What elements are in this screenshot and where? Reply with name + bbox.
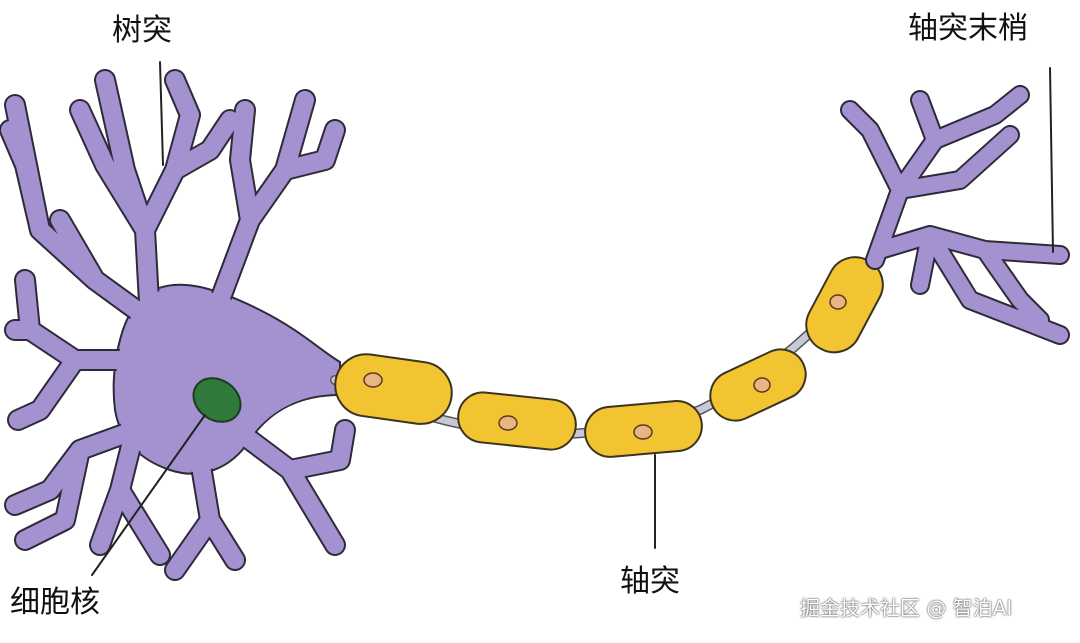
axon-label: 轴突 <box>620 564 680 599</box>
nucleus-leader <box>91 414 206 576</box>
schwann-nucleus <box>633 424 653 440</box>
schwann-nucleus <box>753 377 771 393</box>
nucleus-label: 细胞核 <box>10 585 100 620</box>
cell-body-fill <box>115 287 338 472</box>
schwann-nuclei <box>363 294 847 440</box>
dendrites-fill <box>1 71 354 579</box>
axon-terminal-leader <box>1049 67 1054 253</box>
schwann-nucleus <box>363 372 383 388</box>
schwann-nucleus <box>498 415 518 431</box>
myelin-sheaths <box>334 256 884 458</box>
leader-lines <box>91 61 1054 576</box>
watermark: 掘金技术社区 @ 智泊AI <box>800 596 1013 620</box>
axon-terminal-fill <box>842 87 1068 343</box>
schwann-nucleus <box>829 294 847 310</box>
dendrite-leader <box>159 61 164 166</box>
nucleus <box>192 377 242 423</box>
myelin-segment <box>334 353 453 425</box>
axon-terminal-label: 轴突末梢 <box>908 11 1028 46</box>
dendrite-label: 树突 <box>112 13 172 48</box>
